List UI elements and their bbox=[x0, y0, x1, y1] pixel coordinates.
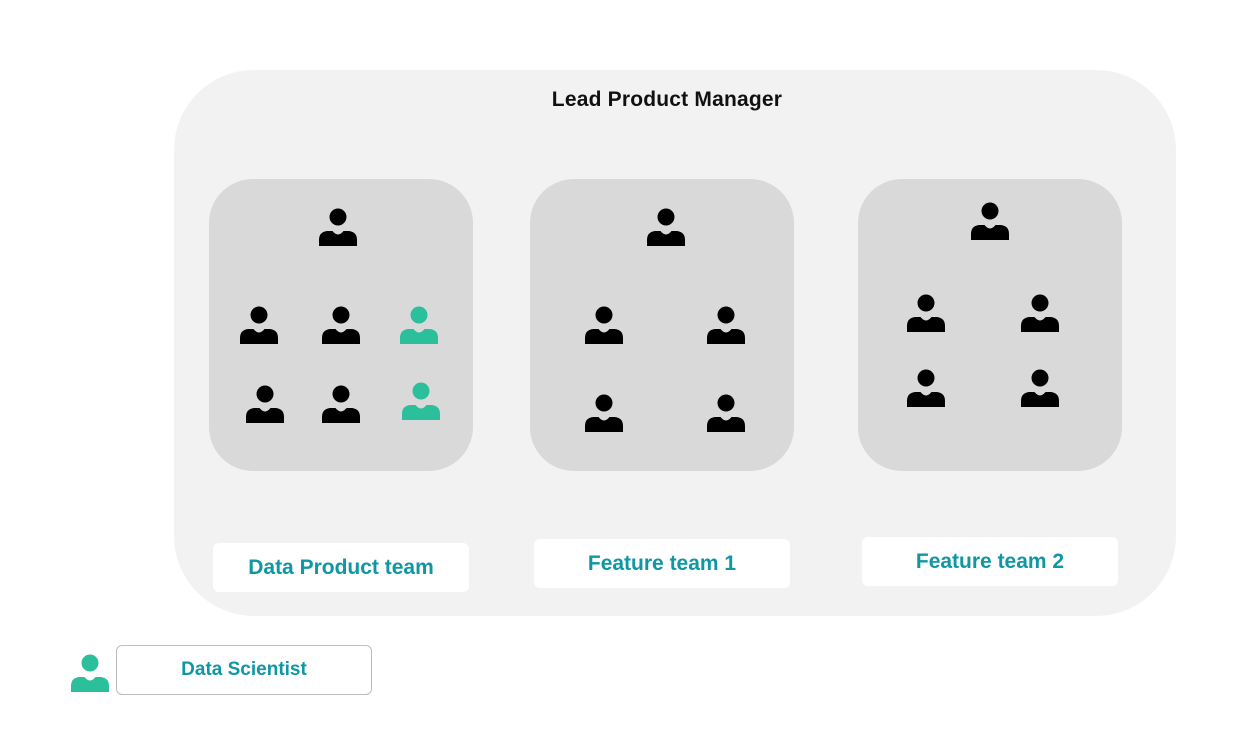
feature-team-1-label: Feature team 1 bbox=[534, 539, 790, 588]
person-icon bbox=[906, 368, 946, 408]
person-icon bbox=[706, 393, 746, 433]
legend-data-scientist-label: Data Scientist bbox=[116, 645, 372, 695]
person-icon bbox=[239, 305, 279, 345]
legend-data-scientist-icon bbox=[70, 653, 110, 693]
person-icon bbox=[646, 207, 686, 247]
person-icon bbox=[321, 305, 361, 345]
data-product-team-label: Data Product team bbox=[213, 543, 469, 592]
person-icon bbox=[321, 384, 361, 424]
person-icon bbox=[970, 201, 1010, 241]
feature-team-2-box bbox=[858, 179, 1122, 471]
data-scientist-person-icon bbox=[399, 305, 439, 345]
feature-team-2-label: Feature team 2 bbox=[862, 537, 1118, 586]
person-icon bbox=[1020, 293, 1060, 333]
lead-product-manager-title: Lead Product Manager bbox=[551, 88, 783, 111]
data-scientist-person-icon bbox=[401, 381, 441, 421]
feature-team-1-box bbox=[530, 179, 794, 471]
person-icon bbox=[584, 393, 624, 433]
person-icon bbox=[1020, 368, 1060, 408]
person-icon bbox=[318, 207, 358, 247]
person-icon bbox=[584, 305, 624, 345]
person-icon bbox=[906, 293, 946, 333]
person-icon bbox=[706, 305, 746, 345]
person-icon bbox=[245, 384, 285, 424]
